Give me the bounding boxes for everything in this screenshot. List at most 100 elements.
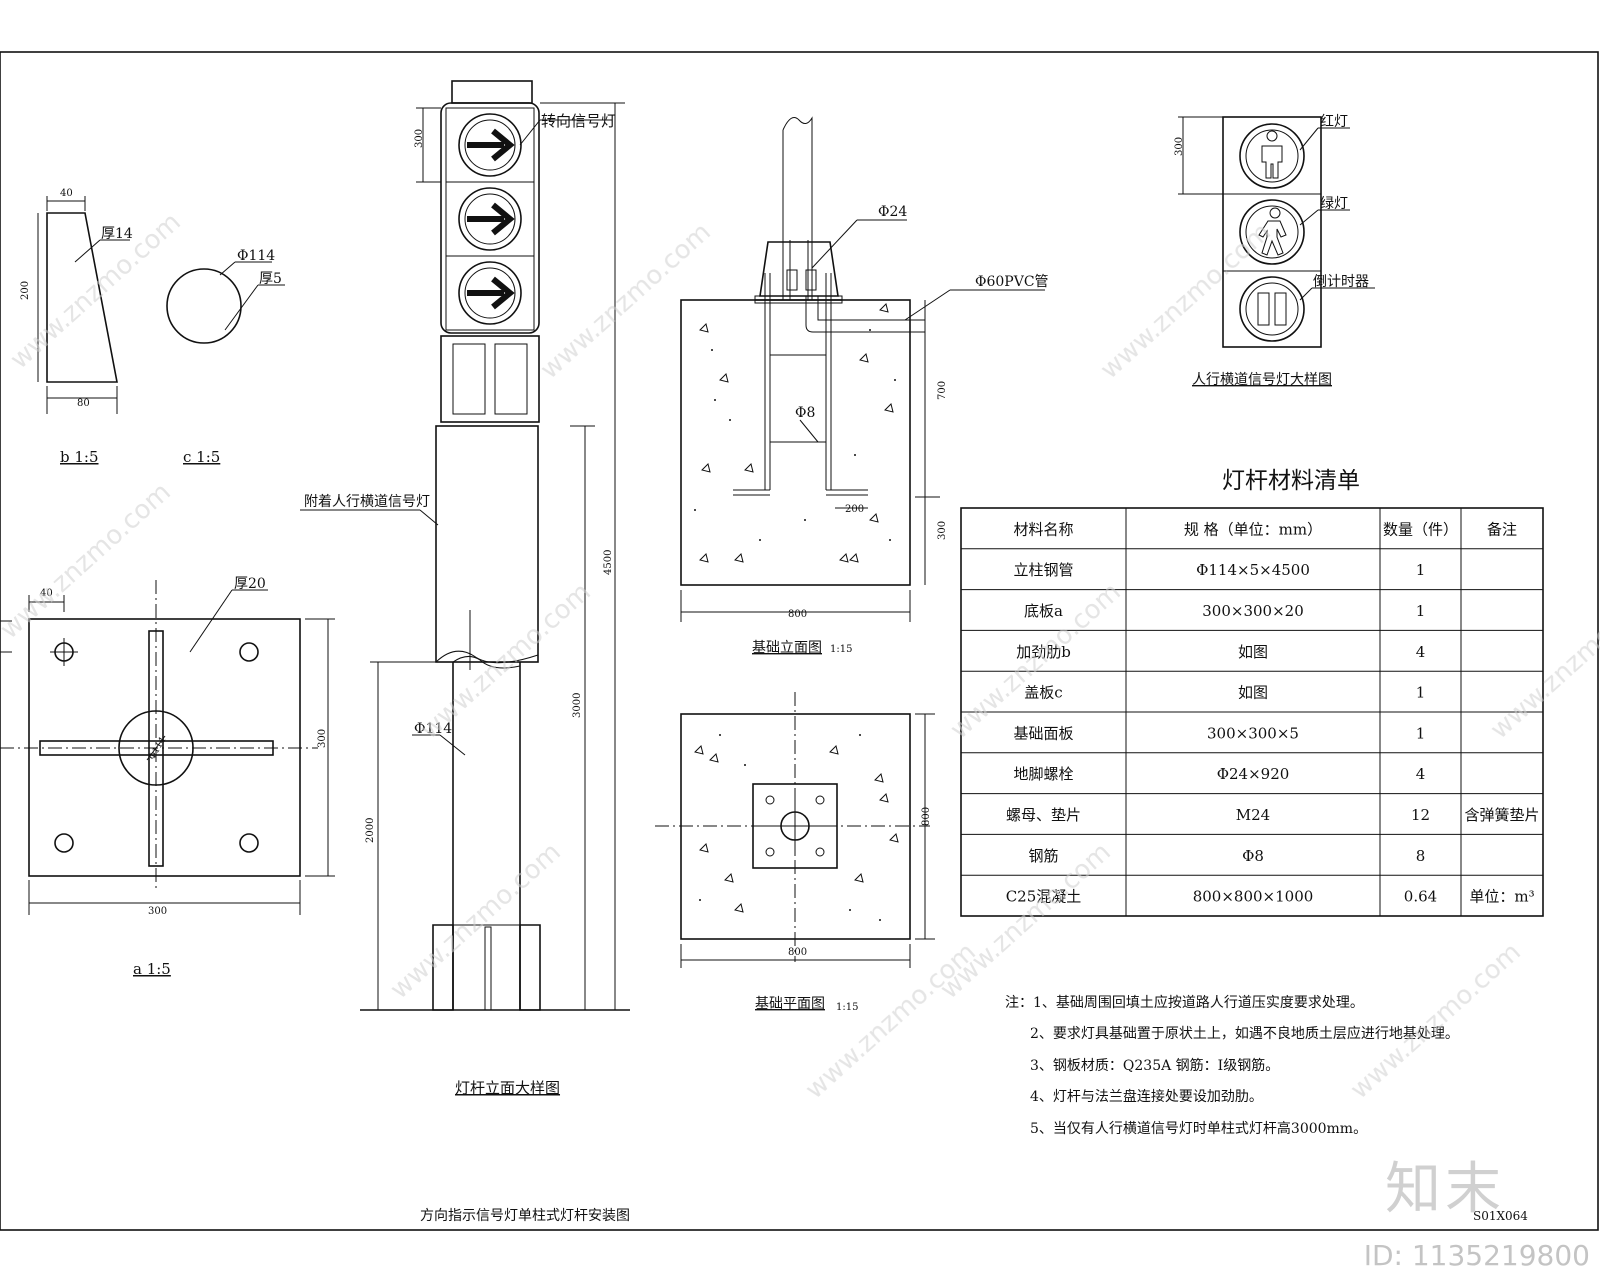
- pole-dim-300: 300: [414, 129, 425, 148]
- foundation-dim-300: 300: [937, 521, 948, 540]
- watermark-9: www.znzmo.com: [935, 837, 1117, 1005]
- sheet-number: S01X064: [1473, 1209, 1528, 1223]
- note-3: 3、钢板材质：Q235A 钢筋：Ⅰ级钢筋。: [1030, 1057, 1279, 1074]
- foundation-dim-800: 800: [788, 609, 807, 620]
- foundation-elev-caption: 基础立面图: [752, 639, 822, 656]
- plan-dim-side: 800: [921, 807, 932, 826]
- table-cell: 含弹簧垫片: [1464, 806, 1539, 824]
- arrow-light-label: 转向信号灯: [541, 112, 616, 130]
- ped-signal-detail: 300 红灯 绿灯 倒计时器 人行横道信号灯大样图: [1174, 114, 1375, 388]
- table-cell: 螺母、垫片: [1006, 806, 1081, 824]
- table-cell: 1: [1416, 602, 1426, 620]
- note-4: 4、灯杆与法兰盘连接处要设加劲肋。: [1030, 1088, 1263, 1105]
- table-cell: Φ24×920: [1217, 765, 1290, 783]
- cap-diameter-label: Φ114: [237, 248, 275, 264]
- ped-signal-caption: 人行横道信号灯大样图: [1192, 372, 1332, 388]
- table-cell: 1: [1416, 561, 1426, 579]
- green-light-label: 绿灯: [1320, 196, 1348, 212]
- cap-detail: Φ114 厚5 c 1:5: [166, 248, 285, 466]
- table-cell: 12: [1411, 806, 1430, 824]
- table-cell: 4: [1416, 765, 1426, 783]
- foundation-elev-scale: 1:15: [830, 644, 852, 655]
- rib-caption: b 1:5: [60, 448, 99, 466]
- watermark: www.znzmo.com www.znzmo.com www.znzmo.co…: [0, 207, 1600, 1105]
- table-header-cell: 数量（件）: [1383, 520, 1458, 538]
- sheet-title: 方向指示信号灯单柱式灯杆安装图: [420, 1208, 630, 1224]
- foundation-dim-700: 700: [937, 381, 948, 400]
- elevation-caption: 灯杆立面大样图: [455, 1079, 560, 1097]
- foundation-plan: 800 800 基础平面图 1:15: [655, 692, 935, 1013]
- table-header-cell: 材料名称: [1013, 520, 1073, 538]
- pole-dim-3000: 3000: [572, 693, 583, 718]
- table-cell: 地脚螺栓: [1013, 765, 1073, 783]
- table-cell: M24: [1236, 806, 1270, 824]
- cap-thickness-label: 厚5: [259, 271, 282, 287]
- concrete-hatch: [699, 303, 894, 563]
- table-cell: 8: [1416, 847, 1426, 865]
- pvc-label: Φ60PVC管: [975, 274, 1049, 290]
- countdown-lamp: [1239, 276, 1305, 342]
- table-header-cell: 备注: [1487, 520, 1517, 538]
- table-cell: 基础面板: [1013, 724, 1073, 742]
- pipe-label: Φ114: [414, 721, 452, 737]
- note-5: 5、当仅有人行横道信号灯时单柱式灯杆高3000mm。: [1030, 1120, 1367, 1137]
- base-plate-detail: Φ114 40 300 300 厚20 a 1:5: [0, 576, 335, 978]
- rebar-label: Φ8: [795, 405, 815, 421]
- ped-dim-300: 300: [1174, 137, 1185, 156]
- notes: 注：1、基础周围回填土应按道路人行道压实度要求处理。 2、要求灯具基础置于原状土…: [1005, 994, 1459, 1137]
- red-ped-lamp: [1239, 123, 1305, 189]
- brand-watermark: 知末: [1385, 1157, 1505, 1222]
- table-header-cell: 规 格（单位：mm）: [1184, 520, 1322, 538]
- plate-thickness-label: 厚20: [234, 576, 266, 592]
- rib-dim-top: 40: [60, 188, 73, 199]
- cap-caption: c 1:5: [183, 448, 220, 466]
- plate-caption: a 1:5: [133, 960, 171, 978]
- countdown-label: 倒计时器: [1313, 274, 1369, 290]
- table-cell: C25混凝土: [1006, 888, 1082, 906]
- watermark-10: www.znzmo.com: [800, 937, 982, 1105]
- attached-ped-light-label: 附着人行横道信号灯: [304, 494, 430, 510]
- table-cell: 如图: [1238, 684, 1268, 702]
- foundation-elevation: Φ24 Φ60PVC管 Φ8 200 700 300 800 基础立面图 1:1…: [680, 116, 1049, 656]
- plate-dim-side: 300: [317, 729, 328, 748]
- table-cell: 钢筋: [1028, 847, 1058, 865]
- table-cell: Φ114×5×4500: [1196, 561, 1310, 579]
- bolt-label: Φ24: [878, 204, 907, 220]
- plate-hole-label: Φ114: [147, 735, 168, 762]
- watermark-3: www.znzmo.com: [1095, 217, 1277, 385]
- plan-dim-bottom: 800: [788, 947, 807, 958]
- pole-dim-4500: 4500: [603, 550, 614, 575]
- pole-elevation: 300 4500 3000 2000 转向信号灯 附着人行横道信号灯 Φ114 …: [300, 80, 630, 1097]
- image-id: ID: 1135219800: [1363, 1239, 1590, 1272]
- watermark-2: www.znzmo.com: [535, 217, 717, 385]
- table-cell: 1: [1416, 684, 1426, 702]
- plate-dim-bottom: 300: [148, 906, 167, 917]
- foundation-dim-200: 200: [845, 504, 864, 515]
- rib-dim-bottom: 80: [77, 398, 90, 409]
- table-cell: 800×800×1000: [1193, 888, 1314, 906]
- sheet-border: [0, 51, 1599, 1231]
- red-light-label: 红灯: [1320, 114, 1348, 130]
- table-cell: 加劲肋b: [1016, 643, 1071, 661]
- table-cell: Φ8: [1242, 847, 1264, 865]
- plate-dim-40: 40: [40, 588, 53, 599]
- watermark-4: www.znzmo.com: [0, 477, 177, 645]
- table-title: 灯杆材料清单: [1222, 468, 1360, 494]
- table-cell: 300×300×20: [1202, 602, 1303, 620]
- arrow-lamp-3: [458, 261, 522, 325]
- foundation-plan-scale: 1:15: [836, 1002, 858, 1013]
- watermark-11: www.znzmo.com: [1345, 937, 1527, 1105]
- rib-thickness-label: 厚14: [101, 226, 133, 242]
- table-cell: 底板a: [1024, 602, 1063, 620]
- rib-detail: 40 200 80 厚14 b 1:5: [20, 188, 133, 466]
- watermark-1: www.znzmo.com: [5, 207, 187, 375]
- table-cell: 单位：m³: [1469, 888, 1534, 906]
- green-ped-lamp: [1239, 199, 1305, 265]
- table-cell: 4: [1416, 643, 1426, 661]
- table-cell: 0.64: [1404, 888, 1437, 906]
- arrow-lamp-1: [458, 113, 522, 177]
- table-cell: 如图: [1238, 643, 1268, 661]
- note-1: 注：1、基础周围回填土应按道路人行道压实度要求处理。: [1005, 994, 1364, 1011]
- table-cell: 立柱钢管: [1013, 561, 1073, 579]
